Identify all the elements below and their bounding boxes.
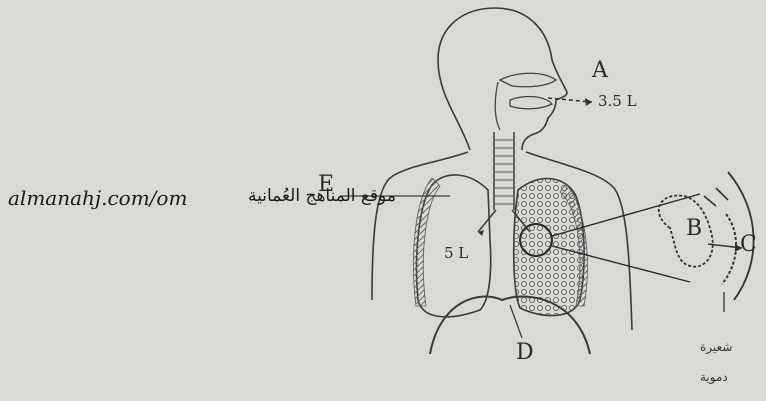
lung-volume: 5 L (444, 244, 468, 262)
trachea (494, 132, 514, 210)
nasal-cavity (500, 73, 556, 87)
watermark-latin: almanahj.com/om (8, 186, 187, 210)
exhaled-volume: 3.5 L (598, 92, 637, 110)
capillary-label-line2: دموية (700, 370, 728, 384)
label-C: C (740, 232, 757, 257)
oral-cavity (510, 97, 552, 109)
label-A: A (592, 58, 608, 83)
watermark-arabic: موقع المناهج العُمانية (248, 186, 396, 206)
label-D: D (516, 340, 534, 365)
pharynx (495, 82, 500, 130)
capillary-label-line1: شعيرة (700, 340, 732, 354)
label-B: B (686, 216, 702, 241)
